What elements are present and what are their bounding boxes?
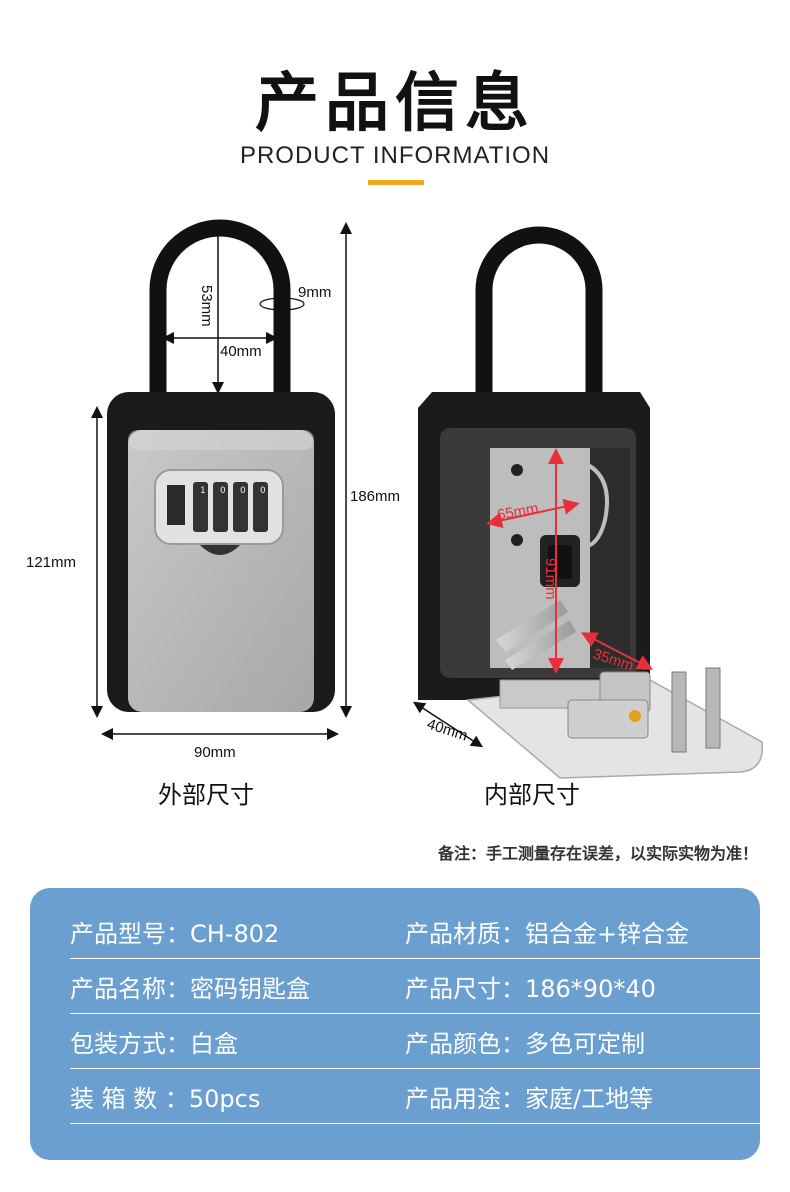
spec-row: 包装方式：白盒 产品颜色：多色可定制	[70, 1014, 770, 1069]
spec-color: 产品颜色：多色可定制	[405, 1030, 645, 1058]
dim-label-90: 90mm	[194, 744, 236, 761]
dim-ring-shackle-diameter	[259, 297, 305, 311]
shackle-right	[475, 226, 603, 410]
product-illustration: 1 0 0 0 53mm 9mm 40mm 186mm 121mm 90mm	[26, 219, 764, 779]
spec-row: 产品型号：CH-802 产品材质：铝合金+锌合金	[70, 904, 770, 959]
row-divider	[70, 1013, 770, 1014]
row-divider	[70, 958, 770, 959]
dial-digit-1: 1	[200, 486, 206, 496]
spec-row: 产品名称：密码钥匙盒 产品尺寸：186*90*40	[70, 959, 770, 1014]
dim-label-9: 9mm	[298, 284, 331, 301]
dim-line-depth	[412, 701, 484, 748]
measurement-note: 备注：手工测量存在误差，以实际实物为准！	[437, 844, 758, 863]
dial-digit-3: 0	[240, 486, 246, 496]
dim-label-91: 91mm	[542, 558, 559, 600]
spec-size: 产品尺寸：186*90*40	[405, 975, 656, 1003]
title-accent-bar	[368, 180, 424, 185]
lockbox-open	[418, 226, 764, 779]
combination-dials	[193, 482, 268, 532]
dim-label-40-shackle: 40mm	[220, 343, 262, 360]
row-divider	[70, 1123, 770, 1124]
dim-label-40-depth: 40mm	[425, 716, 470, 745]
lockbox-front	[107, 219, 335, 712]
spec-panel: 产品型号：CH-802 产品材质：铝合金+锌合金 产品名称：密码钥匙盒 产品尺寸…	[30, 888, 770, 1160]
dim-label-121: 121mm	[26, 554, 76, 571]
caption-outer-size: 外部尺寸	[158, 781, 254, 809]
spec-material: 产品材质：铝合金+锌合金	[405, 920, 690, 948]
row-divider	[70, 1068, 770, 1069]
dial-digit-2: 0	[220, 486, 226, 496]
dim-line-inner-depth	[580, 632, 654, 670]
spec-packaging: 包装方式：白盒	[70, 1030, 238, 1058]
spec-carton-qty: 装 箱 数 ：50pcs	[70, 1085, 261, 1113]
spec-usage: 产品用途：家庭/工地等	[405, 1085, 654, 1113]
page-subtitle: PRODUCT INFORMATION	[239, 142, 551, 169]
spec-row: 装 箱 数 ：50pcs 产品用途：家庭/工地等	[70, 1069, 770, 1124]
dial-digit-4: 0	[260, 486, 266, 496]
page-title: 产品信息	[255, 67, 535, 141]
spec-model: 产品型号：CH-802	[70, 920, 280, 948]
shackle-left	[149, 219, 291, 400]
spec-name: 产品名称：密码钥匙盒	[70, 975, 310, 1003]
dim-label-65: 65mm	[496, 500, 540, 524]
dim-label-186: 186mm	[350, 488, 400, 505]
caption-inner-size: 内部尺寸	[484, 781, 580, 809]
dim-label-53: 53mm	[198, 285, 215, 327]
